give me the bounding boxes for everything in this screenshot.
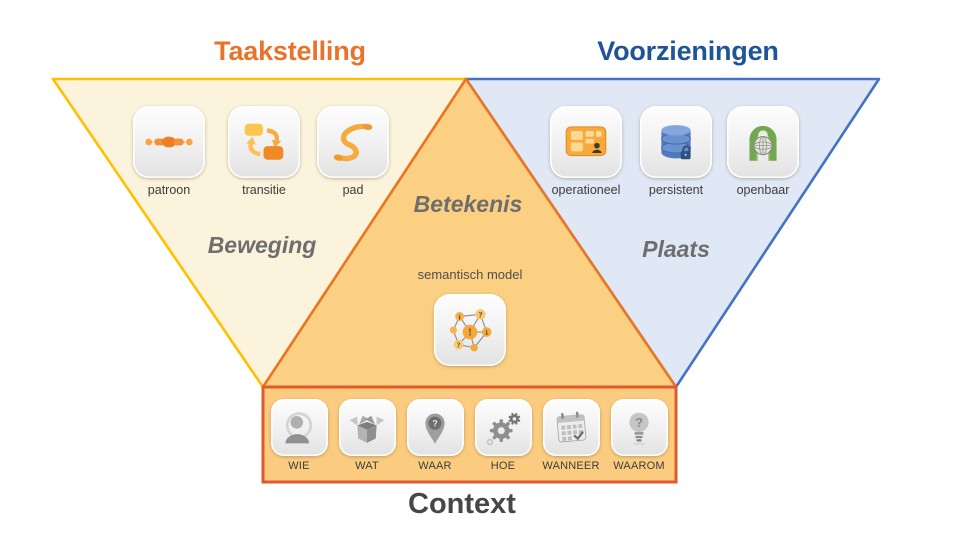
waarom-tile: ?: [610, 399, 668, 456]
transitie-caption: transitie: [242, 183, 286, 197]
pad-caption: pad: [342, 183, 364, 197]
place-zone-label: Plaats: [642, 236, 710, 262]
openbaar-caption: openbaar: [736, 183, 790, 197]
wie-caption: WIE: [288, 460, 310, 472]
context-heading: Context: [408, 488, 516, 520]
hoe-caption: HOE: [490, 460, 516, 472]
movement-item-pad: pad: [308, 106, 398, 197]
question-bulb-icon: ?: [629, 412, 649, 445]
open-box-icon: [349, 415, 385, 443]
movement-zone-label: Beweging: [207, 232, 317, 258]
location-pin-icon: ?: [425, 413, 445, 444]
semantisch-model-tile: ! i ? i ?: [434, 294, 506, 366]
wat-tile: [338, 399, 396, 456]
path-curve-icon: [333, 123, 373, 162]
database-lock-icon: [661, 125, 691, 160]
wanneer-caption: WANNEER: [542, 460, 600, 472]
operationeel-tile: [550, 106, 622, 178]
movement-item-transitie: transitie: [219, 106, 309, 197]
wat-caption: WAT: [355, 460, 379, 472]
wie-tile: [270, 399, 328, 456]
patroon-tile: [133, 106, 205, 178]
movement-item-patroon: patroon: [124, 106, 214, 197]
meaning-zone-label: Betekenis: [413, 191, 523, 217]
semantic-network-icon: ! i ? i ?: [449, 309, 492, 352]
calendar-icon: [556, 411, 587, 442]
context-item-waarom: ? WAAROM: [604, 399, 674, 472]
exclamation-glyph: !: [468, 328, 471, 339]
patroon-caption: patroon: [147, 183, 191, 197]
question-glyph: ?: [432, 418, 437, 428]
dashboard-card-icon: [565, 126, 607, 157]
place-item-openbaar: openbaar: [718, 106, 808, 197]
transitie-tile: [228, 106, 300, 178]
tasking-heading: Taakstelling: [214, 36, 366, 66]
context-item-hoe: HOE: [468, 399, 538, 472]
question-glyph: ?: [635, 415, 643, 430]
place-item-operationeel: operationeel: [541, 106, 631, 197]
context-item-waar: ? WAAR: [400, 399, 470, 472]
meaning-item-semantisch-model: ! i ? i ?: [434, 294, 506, 366]
context-item-wat: WAT: [332, 399, 402, 472]
openbaar-tile: [727, 106, 799, 178]
hoe-tile: [474, 399, 532, 456]
context-item-wie: WIE: [264, 399, 334, 472]
waar-tile: ?: [406, 399, 464, 456]
persistent-tile: [640, 106, 712, 178]
wanneer-tile: [542, 399, 600, 456]
question-glyph: ?: [457, 342, 461, 350]
globe-arch-icon: [749, 125, 777, 161]
place-item-persistent: persistent: [631, 106, 721, 197]
info-glyph: i: [459, 313, 461, 321]
gears-icon: [486, 412, 521, 445]
pad-tile: [317, 106, 389, 178]
transition-cycle-icon: [244, 123, 284, 160]
pattern-chain-icon: [145, 136, 193, 148]
person-icon: [285, 411, 313, 443]
persistent-caption: persistent: [648, 183, 704, 197]
provisions-heading: Voorzieningen: [597, 36, 779, 66]
semantisch-model-caption: semantisch model: [417, 267, 523, 282]
waarom-caption: WAAROM: [613, 460, 665, 472]
info-glyph: i: [486, 329, 488, 337]
context-band: [261, 385, 678, 484]
question-glyph: ?: [478, 310, 482, 319]
operationeel-caption: operationeel: [551, 183, 621, 197]
context-item-wanneer: WANNEER: [536, 399, 606, 472]
waar-caption: WAAR: [418, 460, 452, 472]
